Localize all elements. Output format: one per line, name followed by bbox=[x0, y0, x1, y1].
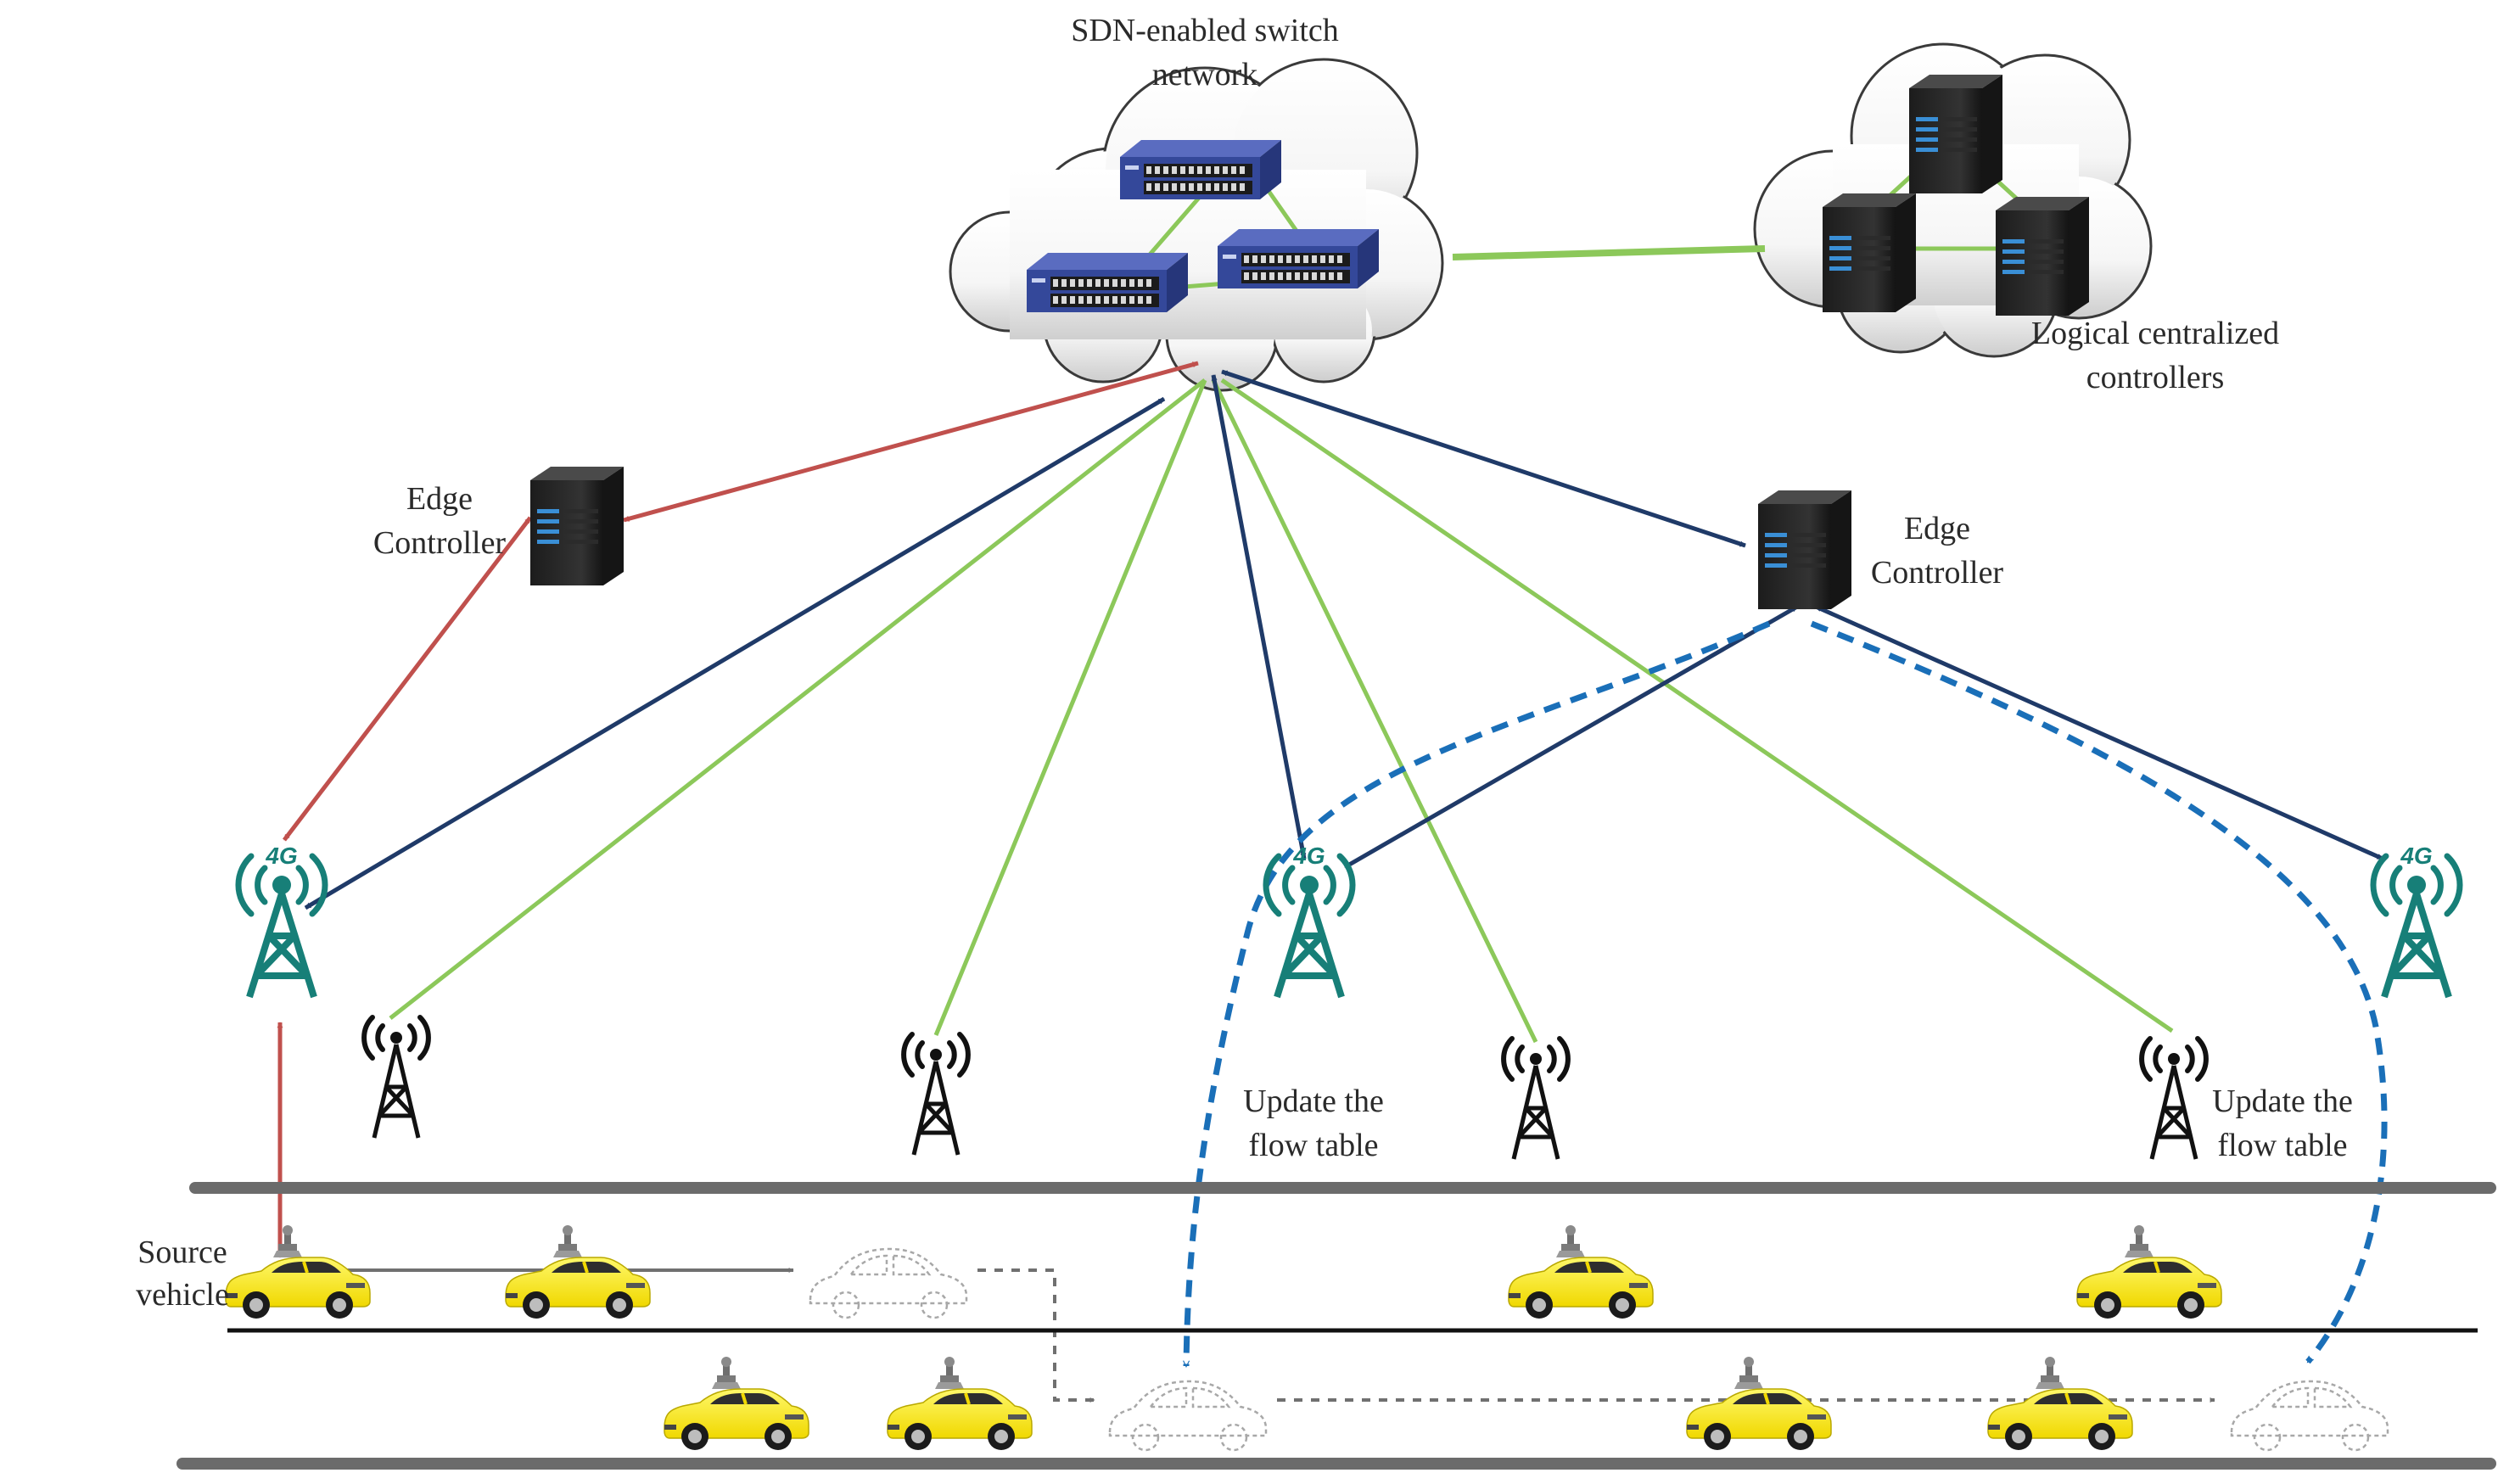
car-icon bbox=[886, 1355, 1033, 1452]
label-line: Update the bbox=[2212, 1084, 2353, 1119]
label-line: Update the bbox=[1243, 1084, 1384, 1119]
source-vehicle-car-icon bbox=[224, 1224, 372, 1320]
label-sdn-network: SDN-enabled switch network bbox=[1071, 13, 1339, 92]
label-line: controllers bbox=[2086, 360, 2225, 395]
road bbox=[176, 1182, 2496, 1470]
ghost-car-icon bbox=[2230, 1380, 2389, 1452]
label-centralized-controllers: Logical centralized controllers bbox=[2031, 316, 2279, 395]
cloud-interconnect-link bbox=[1452, 245, 1766, 260]
label-line: Logical centralized bbox=[2031, 316, 2279, 351]
cell-tower-4g-left: 4G bbox=[238, 843, 325, 997]
label-line: vehicle bbox=[136, 1277, 229, 1313]
radio-tower-icon bbox=[904, 1034, 968, 1155]
server-icon bbox=[1996, 197, 2089, 316]
label-line: Controller bbox=[1871, 555, 2004, 591]
tower-badge: 4G bbox=[1292, 843, 1325, 869]
cell-tower-4g-icon bbox=[238, 856, 325, 997]
label-edge-controller-right: Edge Controller bbox=[1871, 511, 2004, 591]
update-paths bbox=[1183, 620, 2388, 1368]
car-icon bbox=[1507, 1224, 1655, 1320]
car-icon bbox=[2075, 1224, 2223, 1320]
car-icon bbox=[1986, 1355, 2134, 1452]
label-update-flow-table-right: Update the flow table bbox=[2212, 1084, 2353, 1163]
label-line: Edge bbox=[1904, 511, 1970, 546]
tower-badge: 4G bbox=[265, 843, 297, 869]
tower-badge: 4G bbox=[2400, 843, 2432, 869]
label-line: SDN-enabled switch bbox=[1071, 13, 1339, 48]
label-line: Controller bbox=[373, 525, 507, 561]
cell-tower-4g-right: 4G bbox=[2373, 843, 2460, 997]
ghost-car-icon bbox=[809, 1247, 968, 1319]
label-source-vehicle: Source vehicle bbox=[136, 1235, 229, 1313]
navy-links bbox=[304, 369, 2384, 910]
switch-icon bbox=[1218, 229, 1379, 288]
switch-icon bbox=[1120, 140, 1281, 199]
server-icon bbox=[1823, 193, 1916, 312]
label-update-flow-table-middle: Update the flow table bbox=[1243, 1084, 1384, 1163]
red-links bbox=[277, 361, 1199, 1258]
switch-icon bbox=[1027, 253, 1188, 312]
cell-tower-4g-icon bbox=[1266, 856, 1353, 997]
sdn-cloud-icon bbox=[949, 58, 1444, 392]
car-icon bbox=[1685, 1355, 1833, 1452]
label-line: flow table bbox=[1248, 1128, 1378, 1163]
radio-tower-icon bbox=[364, 1017, 428, 1138]
label-edge-controller-left: Edge Controller bbox=[373, 481, 507, 561]
edge-server-right-icon bbox=[1758, 490, 1851, 609]
label-line: Edge bbox=[406, 481, 473, 517]
edge-server-left-icon bbox=[530, 467, 624, 585]
green-links bbox=[389, 378, 2174, 1044]
radio-tower-icon bbox=[1504, 1039, 1568, 1159]
server-icon bbox=[1909, 75, 2002, 193]
car-icon bbox=[663, 1355, 810, 1452]
cell-tower-4g-icon bbox=[2373, 856, 2460, 997]
label-line: network bbox=[1152, 57, 1258, 92]
label-line: Source bbox=[137, 1235, 227, 1270]
ghost-car-icon bbox=[1108, 1380, 1268, 1452]
radio-tower-icon bbox=[2142, 1039, 2206, 1159]
label-line: flow table bbox=[2217, 1128, 2347, 1163]
cell-tower-4g-middle: 4G bbox=[1266, 843, 1353, 997]
